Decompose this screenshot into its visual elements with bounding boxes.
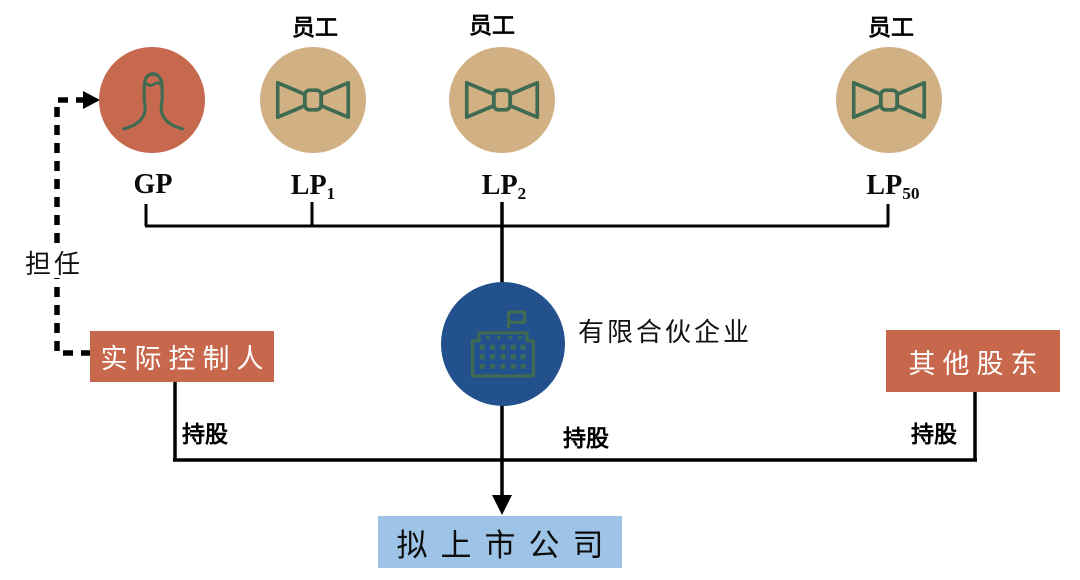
listed-company-box: 拟上市公司 [378, 516, 622, 568]
listed-company-label: 拟上市公司 [396, 527, 617, 563]
lp1-label-base: LP [290, 170, 327, 201]
lp1-node-circle [260, 47, 366, 153]
lp50-label-base: LP [866, 170, 903, 201]
actual-controller-box: 实际控制人 [90, 331, 274, 382]
building-windows [479, 336, 526, 369]
lp2-label-base: LP [481, 170, 518, 201]
holding-label-center: 持股 [563, 426, 609, 451]
lp50-node-circle [836, 47, 942, 153]
partnership-node-circle [441, 282, 565, 406]
gp-label-text: GP [133, 169, 173, 200]
lp50-label-sub: 50 [902, 183, 920, 203]
lp2-label: LP2 [482, 170, 526, 204]
gp-node-circle [99, 47, 205, 153]
lp1-label: LP1 [291, 170, 335, 204]
actual-controller-label: 实际控制人 [100, 344, 271, 374]
serve-as-label-box: 担任 [0, 246, 108, 279]
other-shareholders-box: 其他股东 [886, 330, 1060, 392]
partnership-label-box: 有限合伙企业 [570, 312, 760, 348]
lp1-label-sub: 1 [326, 183, 336, 203]
holding-label-right: 持股 [911, 422, 957, 447]
serve-as-label: 担任 [24, 249, 83, 279]
building-icon [471, 310, 535, 378]
other-shareholders-label: 其他股东 [908, 348, 1045, 379]
bowtie-icon [275, 80, 351, 120]
right-arrowhead [83, 91, 100, 109]
lp2-node-circle [449, 47, 555, 153]
lp50-label: LP50 [866, 170, 919, 204]
holding-label-left: 持股 [182, 422, 228, 447]
down-arrowhead [492, 495, 512, 515]
lp2-employee-tag: 员工 [469, 13, 515, 38]
person-icon [122, 72, 184, 131]
lp50-employee-tag: 员工 [868, 15, 914, 40]
partnership-label: 有限合伙企业 [577, 317, 752, 347]
bowtie-icon [464, 80, 540, 120]
serve-as-dashed-line [54, 97, 91, 356]
bowtie-icon [851, 80, 927, 120]
gp-label: GP [134, 169, 173, 201]
lp2-label-sub: 2 [517, 183, 527, 203]
lp1-employee-tag: 员工 [292, 15, 338, 40]
